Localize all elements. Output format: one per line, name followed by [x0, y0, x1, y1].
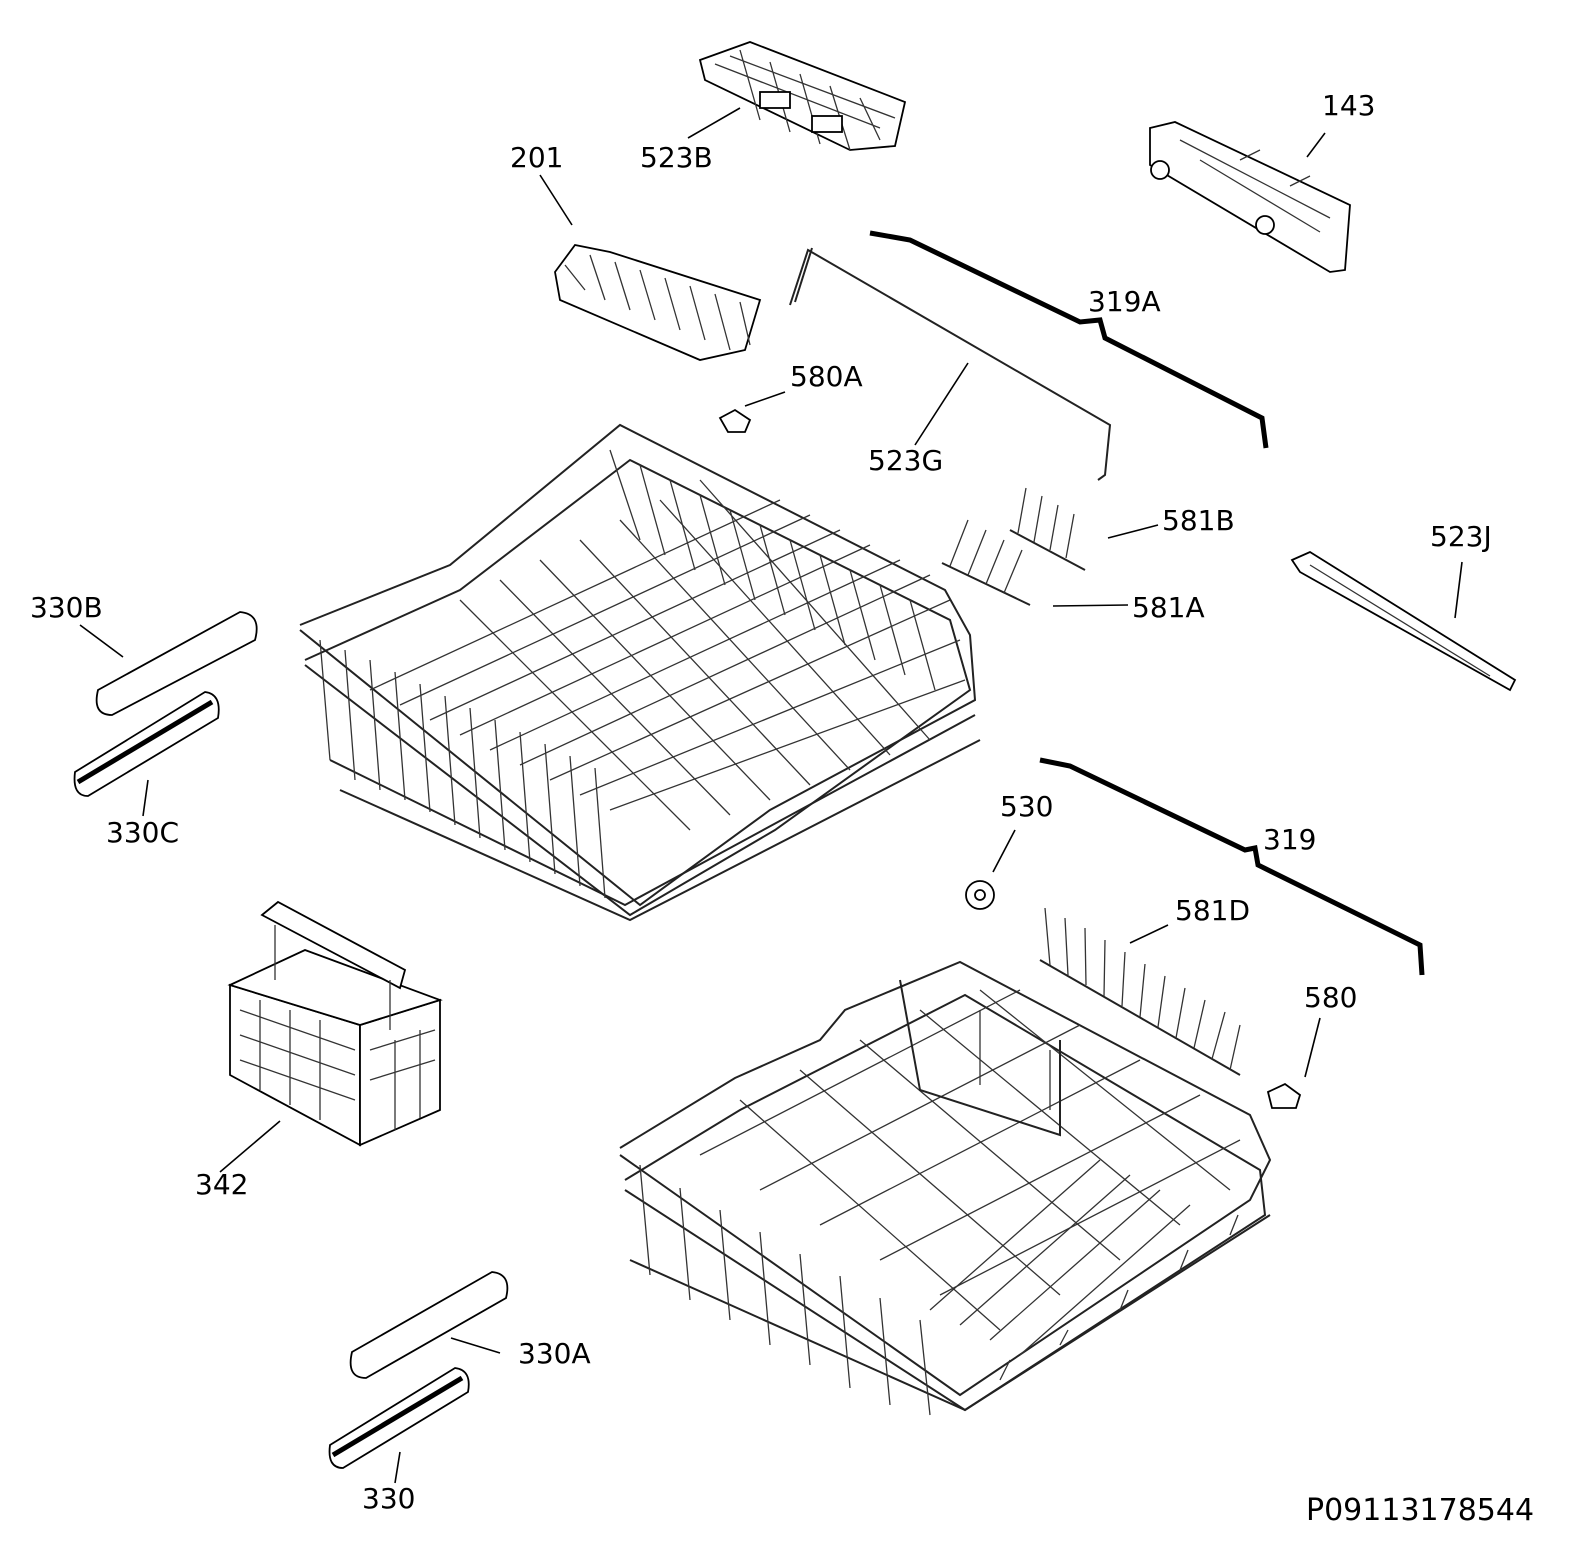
label-581D: 581D: [1175, 894, 1250, 927]
label-143: 143: [1322, 89, 1375, 122]
part-319A-strip: [869, 230, 1269, 449]
part-580-clip: [1266, 1082, 1302, 1109]
label-319: 319: [1263, 823, 1316, 856]
part-523G-wire-handle: [789, 247, 1112, 481]
label-523G: 523G: [868, 444, 943, 477]
label-319A: 319A: [1088, 285, 1161, 318]
leader-lines: [79, 107, 1463, 1484]
label-330: 330: [362, 1482, 415, 1515]
part-330C-strip: [73, 691, 220, 797]
part-330-strip: [328, 1367, 470, 1469]
part-143-rail: [1149, 121, 1351, 273]
lower-dish-basket: [619, 960, 1272, 1416]
part-523B-cup-shelf: [698, 41, 907, 151]
label-330A: 330A: [518, 1337, 591, 1370]
label-530: 530: [1000, 790, 1053, 823]
part-201-tine-strip: [554, 244, 762, 361]
label-580: 580: [1304, 981, 1357, 1014]
part-530-wheel: [965, 880, 995, 910]
label-342: 342: [195, 1168, 248, 1201]
part-580A-clip: [718, 408, 752, 433]
document-id: P09113178544: [1306, 1493, 1534, 1528]
upper-dish-basket: [299, 423, 981, 922]
part-330A-cap: [349, 1271, 509, 1379]
label-201: 201: [510, 141, 563, 174]
label-523J: 523J: [1430, 520, 1492, 553]
label-580A: 580A: [790, 360, 863, 393]
part-581B-tine-rack: [1009, 487, 1086, 571]
label-581B: 581B: [1162, 504, 1235, 537]
part-330B-cap: [95, 611, 258, 716]
part-342-cutlery-basket: [227, 900, 443, 1147]
part-319-strip: [1039, 757, 1425, 976]
label-523B: 523B: [640, 141, 713, 174]
label-581A: 581A: [1132, 591, 1205, 624]
label-330B: 330B: [30, 591, 103, 624]
part-581A-tine-rack: [941, 519, 1031, 606]
part-581D-tine-rack: [1039, 907, 1241, 1076]
label-330C: 330C: [106, 816, 179, 849]
part-523J-side-rail: [1290, 550, 1517, 692]
